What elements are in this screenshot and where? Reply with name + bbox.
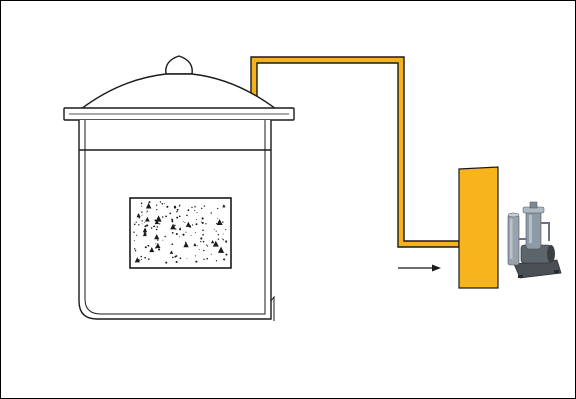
vacuum-pump-icon [508, 202, 561, 278]
collector-box-icon [459, 167, 498, 288]
arrow-right-icon [398, 265, 441, 272]
suction-pipe-icon [251, 57, 459, 247]
pot-lid-icon [64, 56, 294, 120]
porous-sample-icon [130, 198, 231, 268]
